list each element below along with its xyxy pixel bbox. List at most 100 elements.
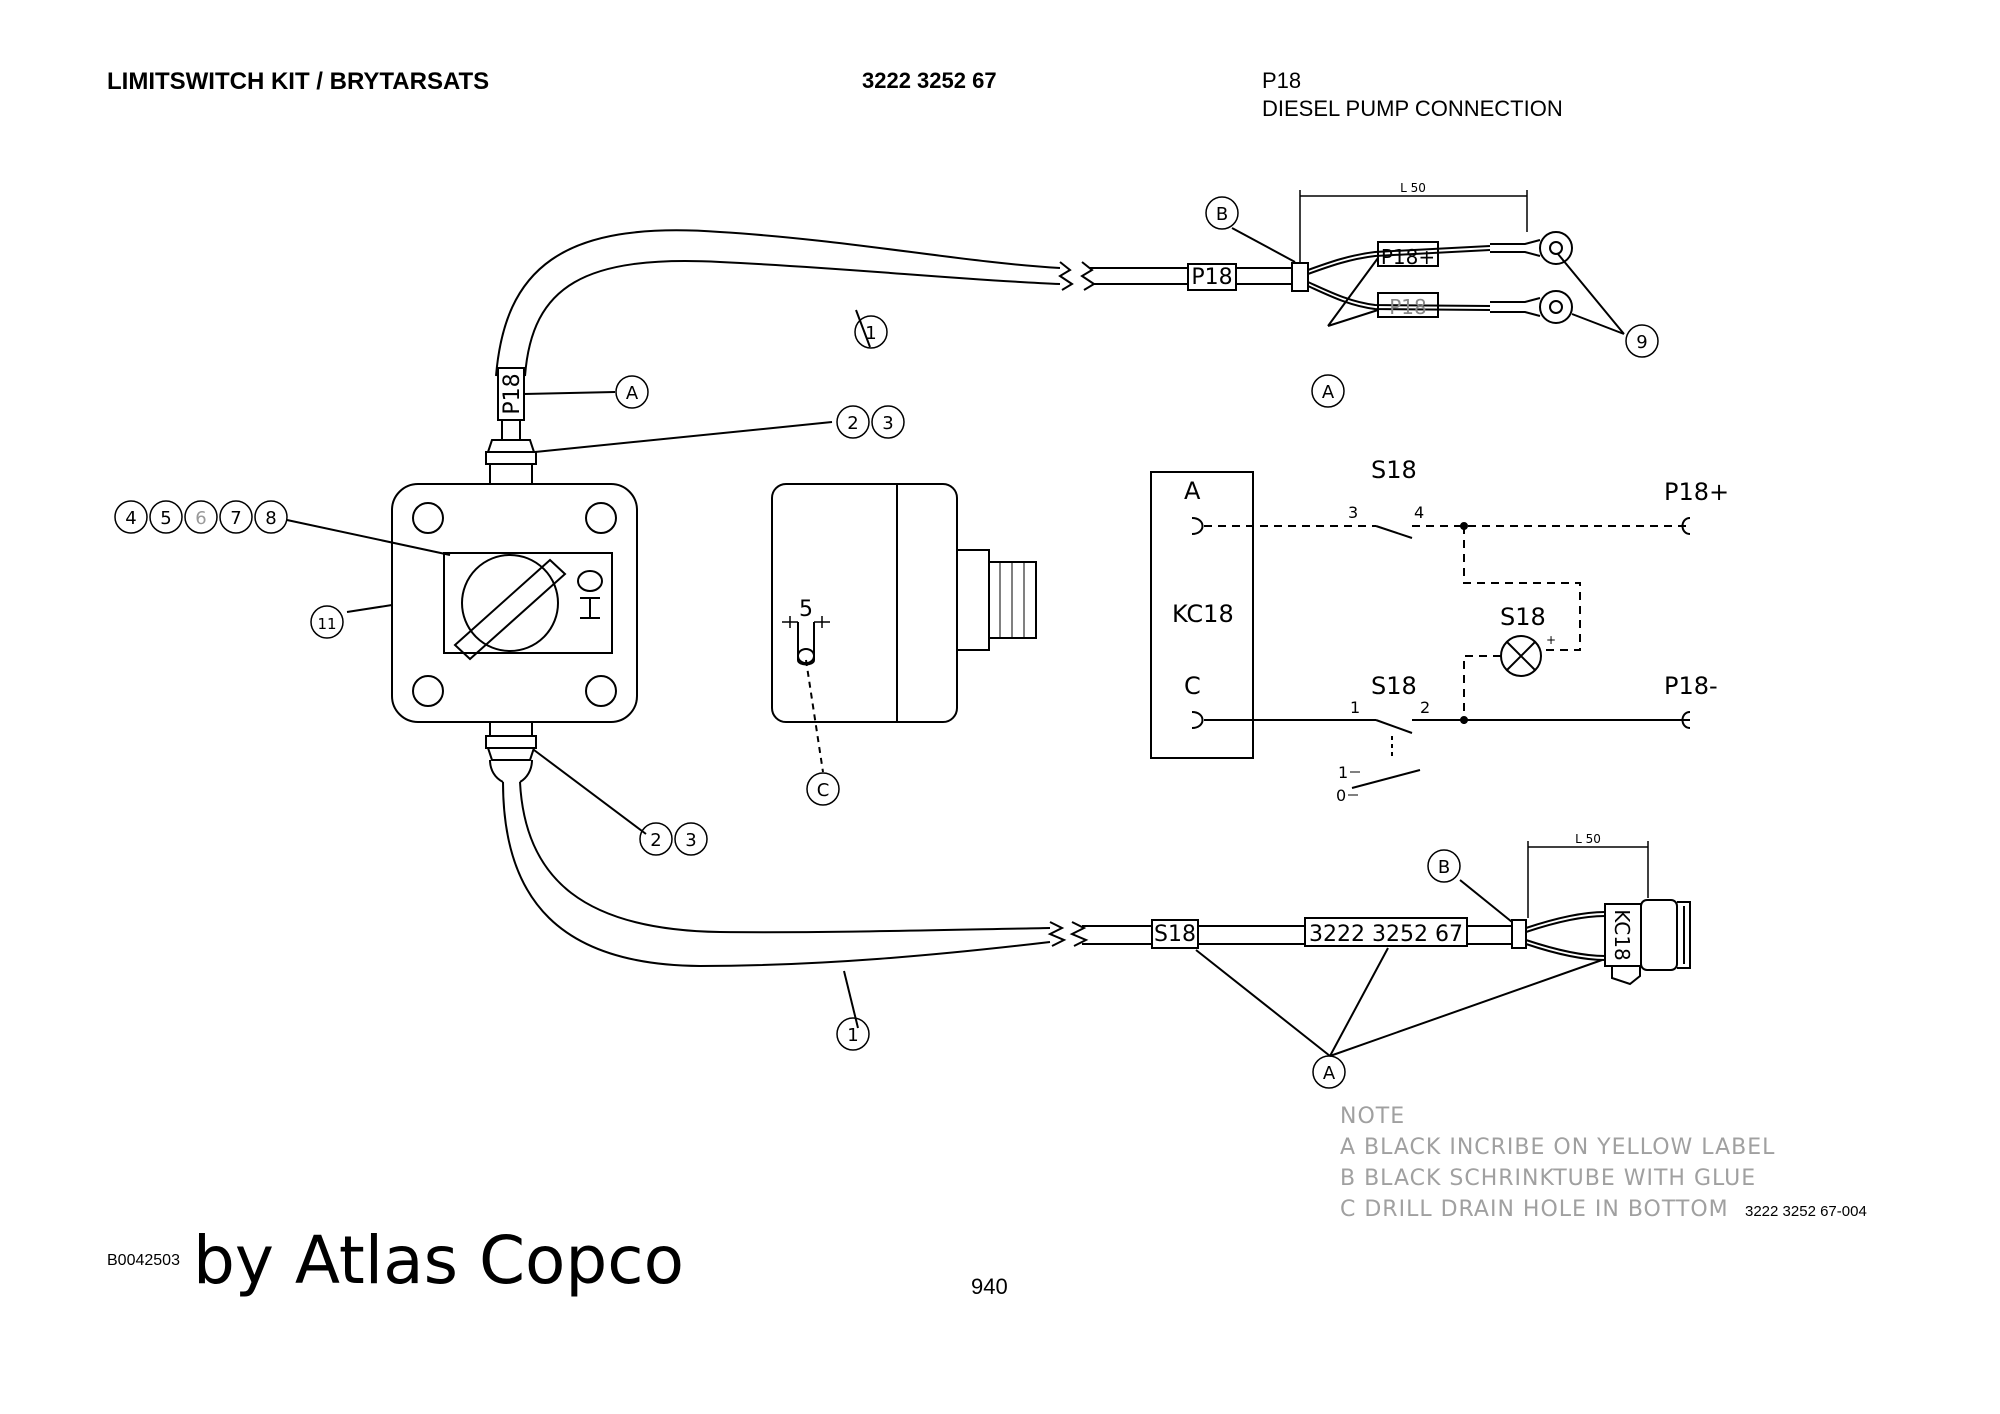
callout-2-top-text: 2	[847, 413, 858, 434]
out-plus: P18+	[1664, 478, 1729, 506]
bottom-cable-tag-text: S18	[1154, 922, 1196, 947]
dimension-top	[1299, 190, 1528, 262]
callout-8	[254, 500, 288, 534]
switch-s18-bottom	[1375, 719, 1413, 734]
drain-hole	[797, 622, 815, 666]
callout-a-top-text: A	[1322, 382, 1335, 403]
switch-one-mark	[580, 597, 600, 619]
kc18-block	[1150, 471, 1254, 759]
callout-3-top-text: 3	[882, 413, 893, 434]
note-c: C DRILL DRAIN HOLE IN BOTTOM	[1340, 1197, 1729, 1222]
contact-4: 4	[1414, 503, 1424, 522]
connector-tag-text: KC18	[1610, 909, 1634, 960]
byline: by Atlas Copco	[193, 1222, 684, 1299]
switch-bottom-name: S18	[1371, 672, 1417, 700]
switch-actuator	[1351, 769, 1421, 789]
top-cable-break	[1058, 261, 1074, 291]
switch-box	[391, 483, 638, 723]
position-1: 1	[1338, 763, 1348, 782]
bottom-cable-tag	[1151, 919, 1199, 949]
callout-b-top	[1205, 196, 1239, 230]
top-cable-upper-edge	[495, 229, 1061, 377]
ring-terminal-plus	[1539, 231, 1573, 265]
switch-top-name: S18	[1371, 456, 1417, 484]
callout-2-bottom-text: 2	[650, 830, 661, 851]
top-shrinktube	[1291, 262, 1309, 292]
lamp-plus: +	[1546, 633, 1556, 647]
callout-5-text: 5	[160, 508, 171, 529]
drain-dim-text: 5	[799, 597, 813, 622]
mount-hole	[412, 675, 444, 707]
bottom-cable-part-label	[1304, 917, 1468, 947]
top-wire-minus	[1307, 281, 1491, 307]
bottom-cable-upper-edge	[519, 781, 1051, 934]
switch-s18-top	[1375, 525, 1413, 539]
callout-c-drain-text: C	[817, 780, 830, 801]
mount-hole	[585, 675, 617, 707]
callout-5	[149, 500, 183, 534]
callout-2-top	[836, 405, 870, 439]
callout-9	[1625, 324, 1659, 358]
callout-a-cable	[615, 375, 649, 409]
note-b: B BLACK SCHRINKTUBE WITH GLUE	[1340, 1166, 1757, 1191]
switch-zero-mark	[577, 570, 603, 592]
mount-hole	[412, 502, 444, 534]
callout-9-text: 9	[1636, 332, 1647, 353]
wire-minus-label	[1377, 292, 1439, 318]
position-0: 0	[1336, 786, 1346, 805]
dimension-bottom	[1527, 841, 1649, 918]
connection-code: P18	[1262, 68, 1302, 93]
bottom-cable-break	[1047, 921, 1067, 947]
notes-block: NOTE A BLACK INCRIBE ON YELLOW LABEL B B…	[1340, 1101, 1775, 1225]
callout-b-bottom	[1427, 849, 1461, 883]
lamp-feed-line	[1463, 526, 1581, 651]
top-cable-lower-edge	[524, 260, 1061, 377]
vertical-tag-text: P18	[500, 373, 525, 414]
dim-bottom-text: L 50	[1575, 832, 1601, 846]
callout-11	[310, 605, 344, 639]
top-cable-tag	[1187, 263, 1237, 291]
dim-top-text: L 50	[1400, 181, 1426, 195]
callout-7	[219, 500, 253, 534]
callout-a-cable-text: A	[626, 383, 639, 404]
callout-1-bottom	[836, 1017, 870, 1051]
bottom-cable-lower-edge	[502, 781, 1051, 968]
page-title: LIMITSWITCH KIT / BRYTARSATS	[107, 68, 490, 95]
callout-2-bottom	[639, 822, 673, 856]
callout-6	[184, 500, 218, 534]
callout-1-top	[854, 315, 888, 349]
out-minus: P18-	[1664, 672, 1718, 700]
contact-3: 3	[1348, 503, 1358, 522]
bottom-cable-gland	[489, 721, 533, 737]
bottom-part-text: 3222 3252 67	[1309, 922, 1463, 947]
rotary-knob-handle	[453, 558, 567, 661]
drawing-number: 3222 3252 67-004	[1745, 1203, 1867, 1220]
page-number: 940	[971, 1274, 1008, 1299]
connector-name: KC18	[1172, 600, 1234, 628]
callout-3-bottom-text: 3	[685, 830, 696, 851]
callout-1-top-text: 1	[865, 323, 876, 344]
part-number: 3222 3252 67	[862, 68, 997, 93]
callout-b-top-text: B	[1216, 204, 1228, 225]
ring-terminal-minus	[1539, 290, 1573, 324]
rotary-knob	[461, 554, 559, 652]
callout-3-top	[871, 405, 905, 439]
contact-2: 2	[1420, 698, 1430, 717]
top-wire-plus	[1307, 245, 1491, 271]
callout-6-text: 6	[195, 508, 206, 529]
notes-title: NOTE	[1340, 1104, 1406, 1129]
callout-3-bottom	[674, 822, 708, 856]
image-code: B0042503	[107, 1252, 180, 1269]
wire-plus-label	[1377, 241, 1439, 267]
switch-faceplate	[443, 552, 613, 654]
top-cable-tag-text: P18	[1191, 265, 1232, 290]
callout-4	[114, 500, 148, 534]
callout-8-text: 8	[265, 508, 276, 529]
callout-11-text: 11	[317, 615, 336, 633]
mount-hole	[585, 502, 617, 534]
lamp-name: S18	[1500, 603, 1546, 631]
note-a: A BLACK INCRIBE ON YELLOW LABEL	[1340, 1135, 1776, 1160]
callout-a-bottom-text: A	[1323, 1063, 1336, 1084]
pin-a: A	[1184, 477, 1201, 505]
